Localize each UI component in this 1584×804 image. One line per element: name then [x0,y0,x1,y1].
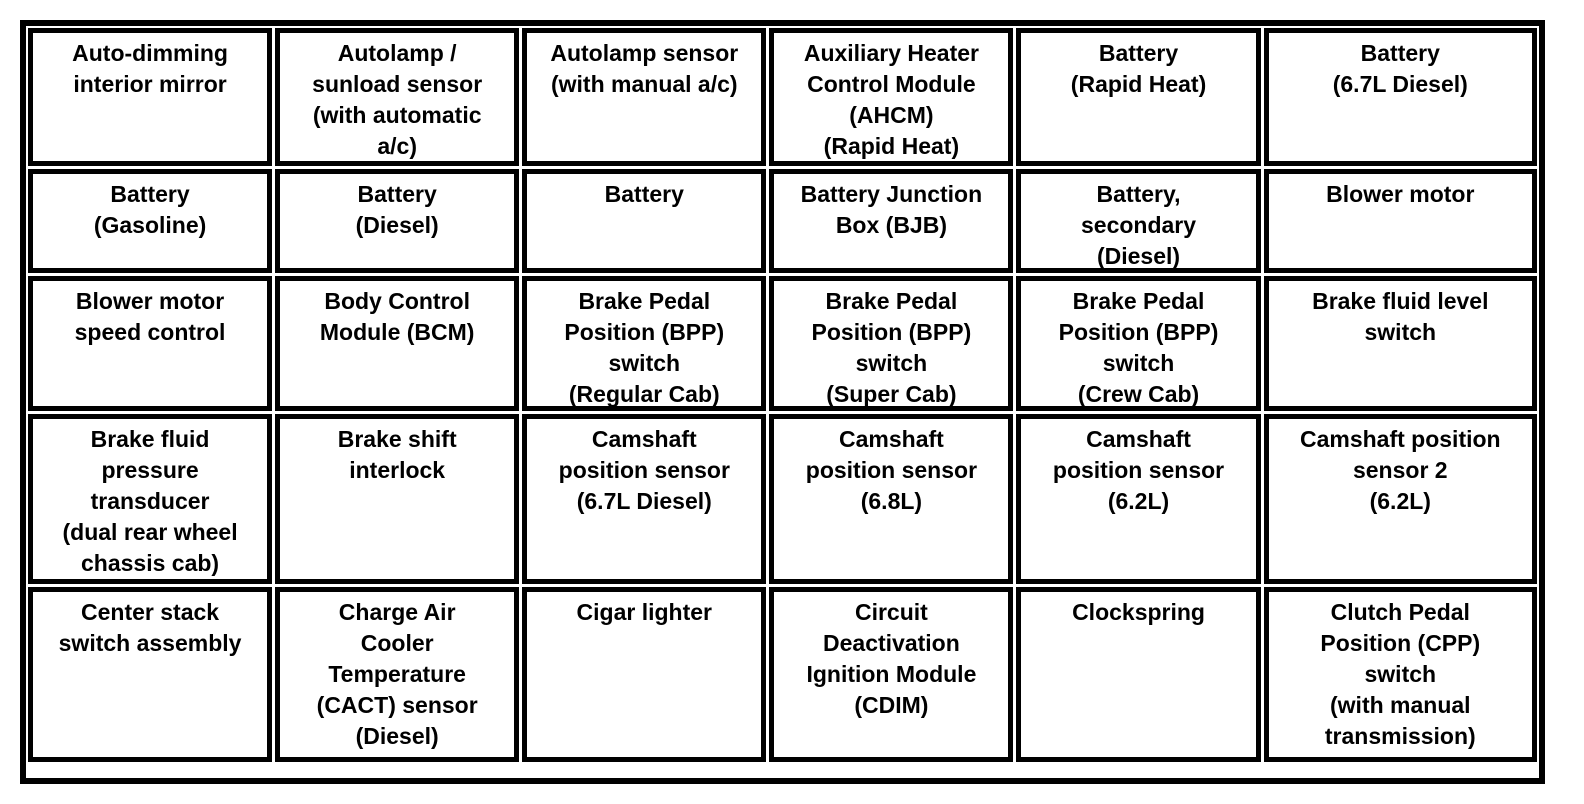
cell-battery-diesel[interactable]: Battery (Diesel) [275,169,520,273]
cell-battery-junction-box[interactable]: Battery Junction Box (BJB) [769,169,1014,273]
cell-autolamp-sunload-sensor[interactable]: Autolamp / sunload sensor (with automati… [275,28,520,166]
component-label: Body Control Module (BCM) [319,288,475,345]
component-label: Battery (Diesel) [355,181,439,238]
cell-battery-gasoline[interactable]: Battery (Gasoline) [28,169,273,273]
cell-camshaft-position-sensor-67l-diesel[interactable]: Camshaft position sensor (6.7L Diesel) [522,414,767,584]
cell-bpp-switch-crew-cab[interactable]: Brake Pedal Position (BPP) switch (Crew … [1016,276,1261,411]
cell-charge-air-cooler-temperature-sensor[interactable]: Charge Air Cooler Temperature (CACT) sen… [275,587,520,762]
cell-auxiliary-heater-control-module[interactable]: Auxiliary Heater Control Module (AHCM) (… [769,28,1014,166]
component-label: Brake fluid pressure transducer (dual re… [62,426,238,576]
cell-body-control-module[interactable]: Body Control Module (BCM) [275,276,520,411]
component-label: Blower motor [1326,181,1475,207]
component-index-grid: Auto-dimming interior mirror Autolamp / … [28,28,1537,776]
component-label: Auto-dimming interior mirror [72,40,228,97]
component-label: Autolamp sensor (with manual a/c) [550,40,739,97]
cell-brake-fluid-pressure-transducer[interactable]: Brake fluid pressure transducer (dual re… [28,414,273,584]
cell-bpp-switch-super-cab[interactable]: Brake Pedal Position (BPP) switch (Super… [769,276,1014,411]
component-label: Battery [604,181,684,207]
component-label: Blower motor speed control [74,288,226,345]
component-label: Autolamp / sunload sensor (with automati… [312,40,483,159]
cell-cigar-lighter[interactable]: Cigar lighter [522,587,767,762]
component-label: Camshaft position sensor (6.2L) [1052,426,1225,514]
component-label: Battery Junction Box (BJB) [800,181,983,238]
cell-clockspring[interactable]: Clockspring [1016,587,1261,762]
cell-center-stack-switch-assembly[interactable]: Center stack switch assembly [28,587,273,762]
component-label: Clockspring [1072,599,1205,625]
component-label: Brake Pedal Position (BPP) switch (Super… [811,288,972,407]
cell-camshaft-position-sensor-68l[interactable]: Camshaft position sensor (6.8L) [769,414,1014,584]
component-label: Auxiliary Heater Control Module (AHCM) (… [803,40,979,159]
cell-circuit-deactivation-ignition-module[interactable]: Circuit Deactivation Ignition Module (CD… [769,587,1014,762]
component-label: Brake Pedal Position (BPP) switch (Crew … [1058,288,1219,407]
cell-clutch-pedal-position-switch[interactable]: Clutch Pedal Position (CPP) switch (with… [1263,587,1537,762]
component-label: Battery (6.7L Diesel) [1332,40,1468,97]
component-label: Battery (Rapid Heat) [1070,40,1207,97]
component-label: Battery (Gasoline) [93,181,207,238]
cell-blower-motor-speed-control[interactable]: Blower motor speed control [28,276,273,411]
component-index-table: Auto-dimming interior mirror Autolamp / … [20,20,1545,784]
component-label: Brake shift interlock [337,426,457,483]
cell-battery-rapid-heat[interactable]: Battery (Rapid Heat) [1016,28,1261,166]
component-label: Camshaft position sensor (6.7L Diesel) [558,426,730,514]
cell-camshaft-position-sensor-2-62l[interactable]: Camshaft position sensor 2 (6.2L) [1263,414,1537,584]
cell-battery-67l-diesel[interactable]: Battery (6.7L Diesel) [1263,28,1537,166]
component-label: Camshaft position sensor (6.8L) [805,426,978,514]
component-label: Brake fluid level switch [1312,288,1489,345]
cell-auto-dimming-interior-mirror[interactable]: Auto-dimming interior mirror [28,28,273,166]
cell-blower-motor[interactable]: Blower motor [1263,169,1537,273]
cell-brake-fluid-level-switch[interactable]: Brake fluid level switch [1263,276,1537,411]
component-label: Cigar lighter [576,599,713,625]
cell-battery[interactable]: Battery [522,169,767,273]
component-label: Camshaft position sensor 2 (6.2L) [1299,426,1501,514]
cell-bpp-switch-regular-cab[interactable]: Brake Pedal Position (BPP) switch (Regul… [522,276,767,411]
cell-brake-shift-interlock[interactable]: Brake shift interlock [275,414,520,584]
component-label: Center stack switch assembly [58,599,242,656]
cell-battery-secondary-diesel[interactable]: Battery, secondary (Diesel) [1016,169,1261,273]
cell-autolamp-sensor-manual-ac[interactable]: Autolamp sensor (with manual a/c) [522,28,767,166]
component-label: Brake Pedal Position (BPP) switch (Regul… [564,288,725,407]
cell-camshaft-position-sensor-62l[interactable]: Camshaft position sensor (6.2L) [1016,414,1261,584]
component-label: Circuit Deactivation Ignition Module (CD… [806,599,977,718]
component-label: Clutch Pedal Position (CPP) switch (with… [1320,599,1481,749]
component-label: Battery, secondary (Diesel) [1080,181,1197,269]
component-label: Charge Air Cooler Temperature (CACT) sen… [316,599,478,749]
